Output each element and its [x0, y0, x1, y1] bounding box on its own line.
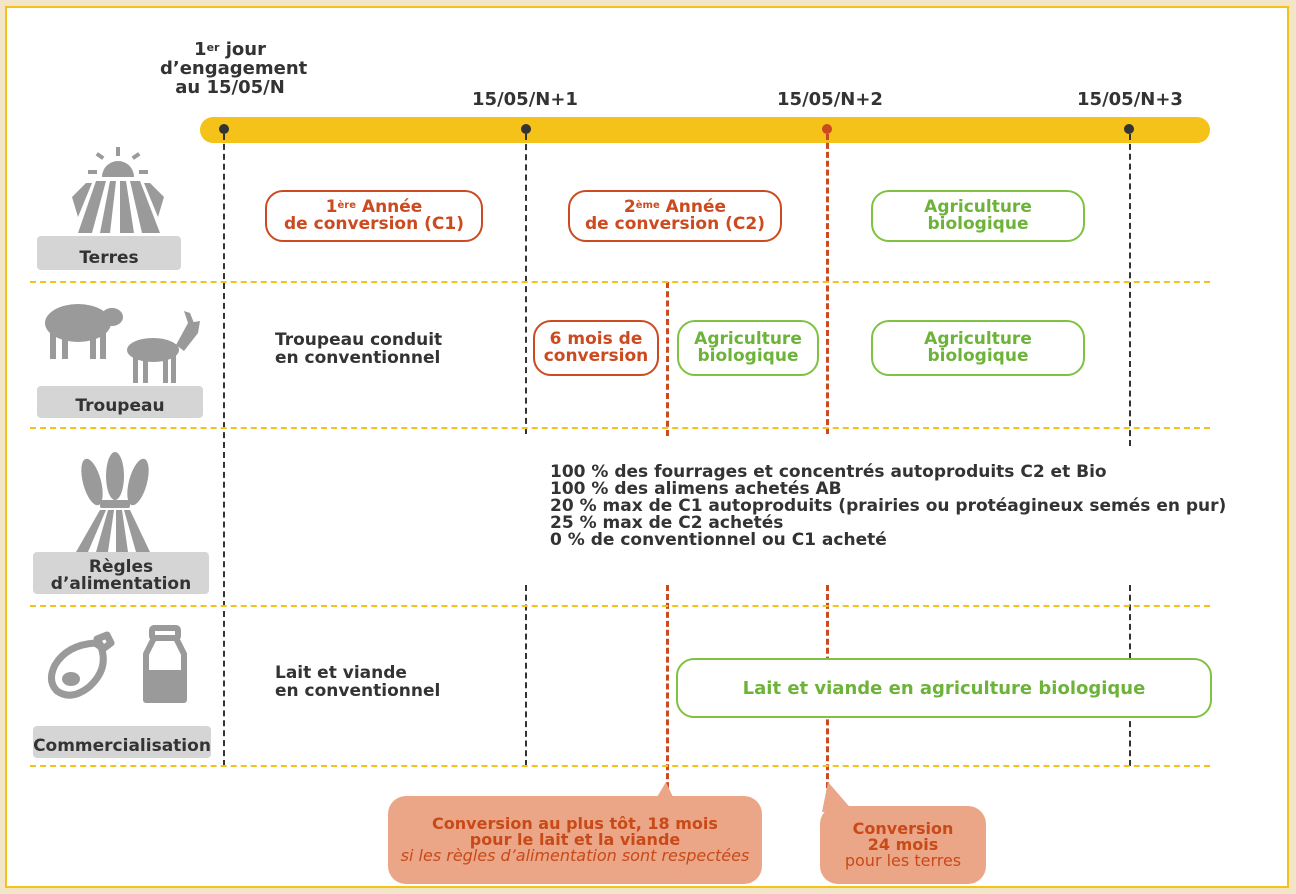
sun-field-icon	[72, 147, 164, 233]
row-separator-4	[30, 765, 1210, 767]
vline-n1-upper	[525, 134, 527, 434]
vline-n2	[826, 134, 829, 434]
ham-icon	[48, 631, 115, 699]
regles-alimentation-list: 100 % des fourrages et concentrés autopr…	[550, 464, 1226, 549]
regle-line-4: 25 % max de C2 achetés	[550, 513, 784, 533]
vline-start	[223, 134, 225, 766]
diagram-panel	[5, 6, 1289, 888]
vline-n3-upper	[1129, 134, 1131, 446]
row-separator-3	[30, 605, 1210, 607]
timeline-label-n1: 15/05/N+1	[472, 89, 578, 110]
timeline-marker-start	[219, 124, 229, 134]
timeline-label-n3: 15/05/N+3	[1077, 89, 1183, 110]
timeline-bar	[200, 117, 1210, 143]
vline-six-months-lower	[666, 585, 669, 815]
timeline-marker-n3	[1124, 124, 1134, 134]
timeline-label-start: 1er jour d’engagement au 15/05/N	[160, 39, 308, 98]
timeline-marker-n2	[822, 124, 832, 134]
regle-line-5: 0 % de conventionnel ou C1 acheté	[550, 530, 887, 550]
milk-bottle-icon	[143, 625, 187, 703]
callout-conversion-24-mois: Conversion 24 mois pour les terres	[820, 806, 986, 884]
troupeau-conventionnel-text: Troupeau conduit en conventionnel	[275, 330, 443, 368]
pill-troupeau-bio-2: Agriculture biologique	[871, 320, 1085, 376]
pill-terres-c2: 2ème Année de conversion (C2)	[568, 190, 782, 242]
pill-commercialisation-bio: Lait et viande en agriculture biologique	[676, 658, 1212, 718]
wheat-sheaf-icon	[76, 452, 150, 552]
pill-terres-c1: 1ère Année de conversion (C1)	[265, 190, 483, 242]
category-regles-alimentation: Règles d’alimentation	[33, 552, 209, 594]
callout-conversion-18-mois: Conversion au plus tôt, 18 mois pour le …	[388, 796, 762, 884]
timeline-marker-n1	[521, 124, 531, 134]
pill-terres-bio: Agriculture biologique	[871, 190, 1085, 242]
sheep-goat-icon	[45, 304, 200, 383]
vline-six-months-upper	[666, 282, 669, 436]
category-commercialisation: Commercialisation	[33, 726, 211, 758]
category-troupeau: Troupeau	[37, 386, 203, 418]
commercialisation-conventionnel-text: Lait et viande en conventionnel	[275, 663, 441, 701]
category-terres: Terres	[37, 236, 181, 270]
pill-troupeau-bio-1: Agriculture biologique	[677, 320, 819, 376]
vline-n1-lower	[525, 585, 527, 766]
regle-line-1: 100 % des fourrages et concentrés autopr…	[550, 462, 1107, 482]
row-separator-1	[30, 281, 1210, 283]
row-separator-2	[30, 427, 1210, 429]
callout-right-pointer	[822, 782, 854, 812]
regle-line-3: 20 % max de C1 autoproduits (prairies ou…	[550, 496, 1227, 516]
pill-troupeau-six-mois: 6 mois de conversion	[533, 320, 659, 376]
regle-line-2: 100 % des alimens achetés AB	[550, 479, 842, 499]
timeline-label-n2: 15/05/N+2	[777, 89, 883, 110]
